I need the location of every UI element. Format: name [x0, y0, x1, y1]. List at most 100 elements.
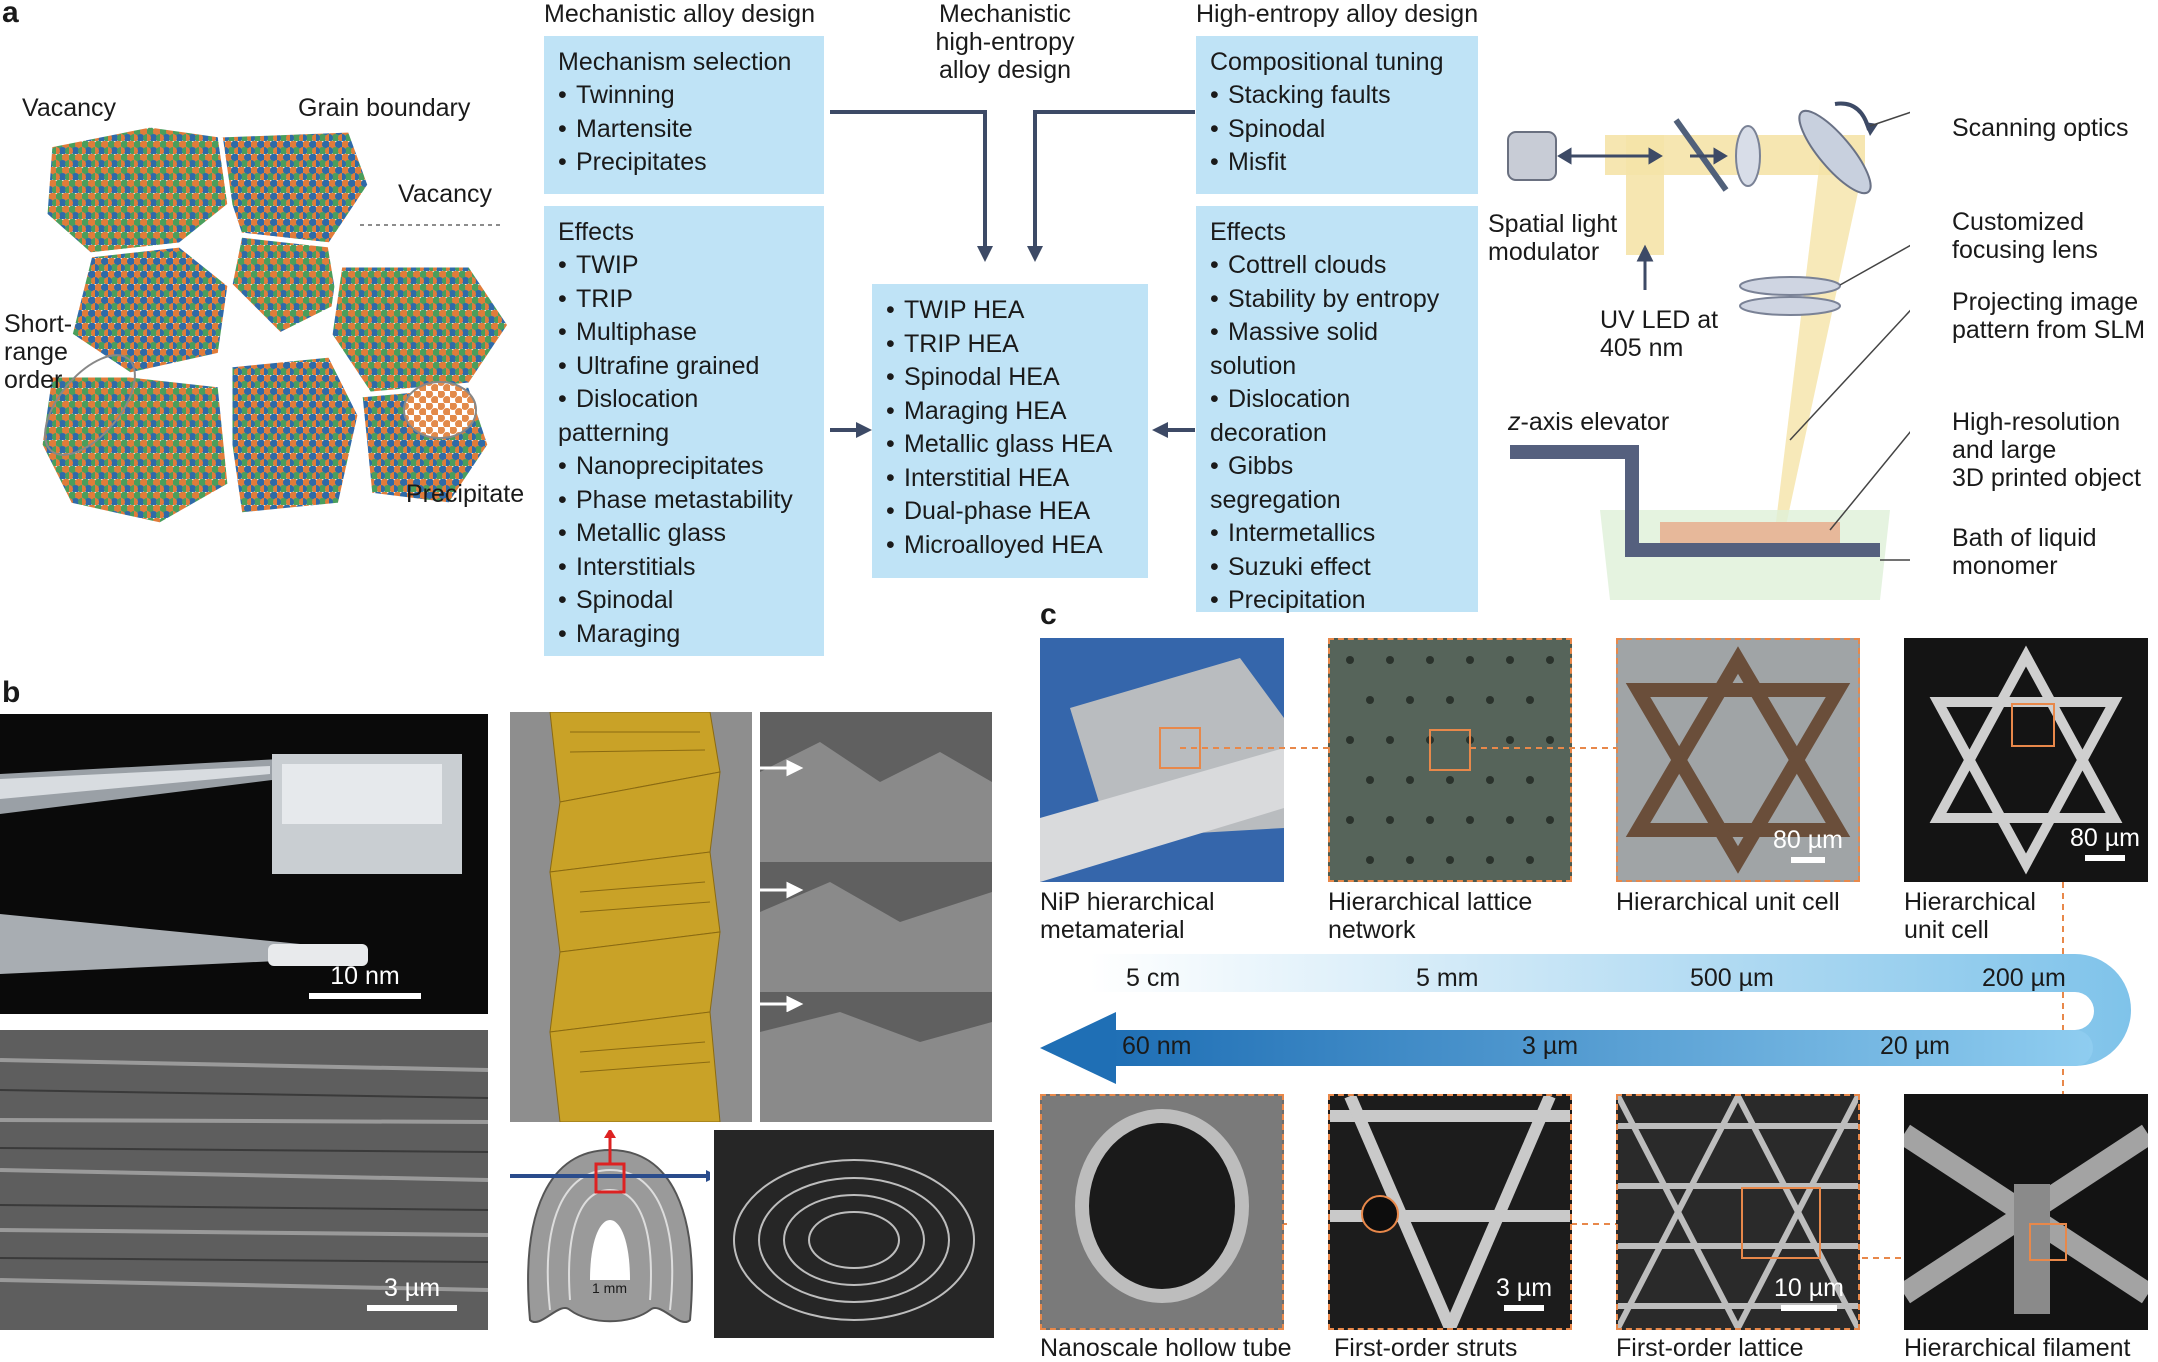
- hea-types-box: •TWIP HEA•TRIP HEA • Spinodal HEA • Maraging…: [872, 284, 1148, 578]
- list-item-text: Spinodal HEA: [904, 363, 1060, 391]
- label-z-axis-rest: -axis elevator: [1520, 408, 1670, 436]
- bullet: •: [1210, 552, 1219, 581]
- bullet: •: [558, 519, 567, 547]
- label-projecting: Projecting image pattern from SLM: [1952, 288, 2146, 344]
- caption-first-order-lattice: First-order lattice: [1616, 1334, 1804, 1362]
- list-item-text: TWIP HEA: [904, 296, 1025, 324]
- bullet: •: [1210, 251, 1219, 279]
- list-item: •TWIP: [558, 249, 810, 283]
- hollow-tube-svg: [1042, 1096, 1282, 1328]
- scanning-mirror-icon: [1798, 109, 1872, 195]
- shell-cross-section: 1 mm: [510, 1128, 718, 1340]
- label-z-axis-italic: z: [1508, 408, 1521, 436]
- list-item-text: Cottrell clouds: [1228, 251, 1387, 279]
- mechanism-list: •Twinning•Martensite•Precipitates: [558, 79, 810, 180]
- label-uv-led: UV LED at 405 nm: [1600, 306, 1719, 362]
- list-item-text: Phase metastability: [576, 485, 793, 514]
- bullet: •: [558, 619, 567, 648]
- bullet: •: [886, 396, 895, 425]
- scale-bar-10um: 10 µm: [1766, 1274, 1852, 1311]
- first-order-lattice-photo: 10 µm: [1616, 1094, 1860, 1330]
- list-item-text: TRIP HEA: [904, 329, 1019, 358]
- label-slm: Spatial light modulator: [1488, 210, 1618, 266]
- unit-cell-2-svg: [1904, 638, 2148, 882]
- effects-right-box: Effects • Cottrell clouds •Stability by en…: [1196, 206, 1478, 614]
- panel-letter-c: c: [1040, 598, 1057, 631]
- heading-mechanistic: Mechanistic alloy design: [544, 0, 815, 28]
- caption-unit-cell-2: Hierarchical unit cell: [1904, 888, 2036, 944]
- list-item: • Interstitial HEA: [886, 462, 1134, 496]
- first-order-struts-photo: 3 µm: [1328, 1094, 1572, 1330]
- list-item: •Phase metastability: [558, 484, 810, 518]
- bullet: •: [558, 318, 567, 346]
- bullet: •: [558, 148, 567, 176]
- list-item-text: Maraging HEA: [904, 396, 1067, 425]
- list-item: • Cottrell clouds: [1210, 249, 1464, 283]
- label-bath: Bath of liquid monomer: [1952, 524, 2097, 580]
- list-item-text: Interstitials: [576, 552, 696, 581]
- bullet: •: [558, 284, 567, 313]
- list-item-text: Interstitial HEA: [904, 463, 1070, 492]
- caption-unit-cell-1: Hierarchical unit cell: [1616, 888, 1840, 916]
- nacre-sem-svg: [714, 1130, 994, 1338]
- lens-icon: [1735, 125, 1761, 187]
- effects-right-title: Effects: [1210, 218, 1286, 246]
- bullet: •: [558, 586, 567, 614]
- caption-hierarchical-filament: Hierarchical filament: [1904, 1334, 2131, 1362]
- hea-types-list: •TWIP HEA•TRIP HEA • Spinodal HEA • Maraging…: [886, 294, 1134, 562]
- scale-label-1mm: 1 mm: [592, 1280, 627, 1296]
- scale-label-3um-c: 3 µm: [1495, 1274, 1553, 1302]
- list-item-text: Dislocation patterning: [558, 385, 699, 447]
- list-item-text: Ultrafine grained: [576, 351, 760, 380]
- design-flow-arrows: [830, 110, 1195, 438]
- list-item-text: Precipitation: [1228, 586, 1366, 614]
- printed-object: [1660, 522, 1840, 546]
- scale-label-10nm: 10 nm: [330, 962, 400, 990]
- tweezers-photo-svg: [0, 754, 462, 974]
- bullet: •: [1210, 452, 1219, 480]
- list-item: •Stacking faults: [1210, 79, 1464, 113]
- list-item: •Dual-phase HEA: [886, 495, 1134, 529]
- z-axis-elevator-arm: [1510, 445, 1880, 557]
- list-item: •Stability by entropy: [1210, 283, 1464, 317]
- bullet: •: [558, 251, 567, 279]
- bullet: •: [1210, 318, 1219, 346]
- list-item: •Interstitials: [558, 551, 810, 585]
- nacre-sem-photo: [714, 1130, 994, 1338]
- list-item: •Maraging: [558, 618, 810, 652]
- list-item-text: Spinodal: [576, 586, 674, 614]
- lattice-network-photo: [1328, 638, 1572, 882]
- scale-label-5cm: 5 cm: [1126, 964, 1181, 992]
- grain-diagram: [30, 115, 530, 535]
- list-item-text: Massive solid solution: [1210, 318, 1379, 380]
- scale-label-500um: 500 µm: [1690, 964, 1774, 992]
- heading-mechanistic-hea: Mechanistic high-entropy alloy design: [935, 0, 1075, 84]
- list-item: • Maraging HEA: [886, 395, 1134, 429]
- list-item: •Dislocation patterning: [558, 383, 810, 450]
- hierarchical-filament-svg: [1904, 1094, 2148, 1330]
- label-vacancy-right: Vacancy: [398, 180, 493, 208]
- compositional-box-title: Compositional tuning: [1210, 48, 1444, 76]
- list-item: • TRIP: [558, 283, 810, 317]
- heading-hea: High-entropy alloy design: [1196, 0, 1479, 28]
- layered-sem-svg: [0, 1030, 488, 1330]
- list-item: •TWIP HEA: [886, 294, 1134, 328]
- bullet: •: [1210, 519, 1219, 547]
- bullet: •: [886, 463, 895, 492]
- nip-metamaterial-svg: [1040, 638, 1284, 882]
- unit-cell-photo-1: 80 µm: [1616, 638, 1860, 882]
- list-item: •Precipitates: [558, 146, 810, 180]
- list-item-text: Metallic glass: [576, 519, 727, 547]
- scale-label-5mm: 5 mm: [1416, 964, 1479, 992]
- bullet: •: [1210, 284, 1219, 313]
- list-item-text: TRIP: [576, 284, 633, 313]
- label-focusing-lens: Customized focusing lens: [1952, 208, 2098, 264]
- list-item: •Gibbs segregation: [1210, 450, 1464, 517]
- caption-lattice-network: Hierarchical lattice network: [1328, 888, 1533, 944]
- list-item: •TRIP HEA: [886, 328, 1134, 362]
- bullet: •: [1210, 586, 1219, 614]
- list-item-text: Multiphase: [576, 318, 697, 346]
- effects-left-list: •TWIP•TRIP•Multiphase•Ultrafine grained•…: [558, 249, 810, 651]
- caption-nip-metamaterial: NiP hierarchical metamaterial: [1040, 888, 1215, 944]
- lattice-network-svg: [1330, 640, 1570, 880]
